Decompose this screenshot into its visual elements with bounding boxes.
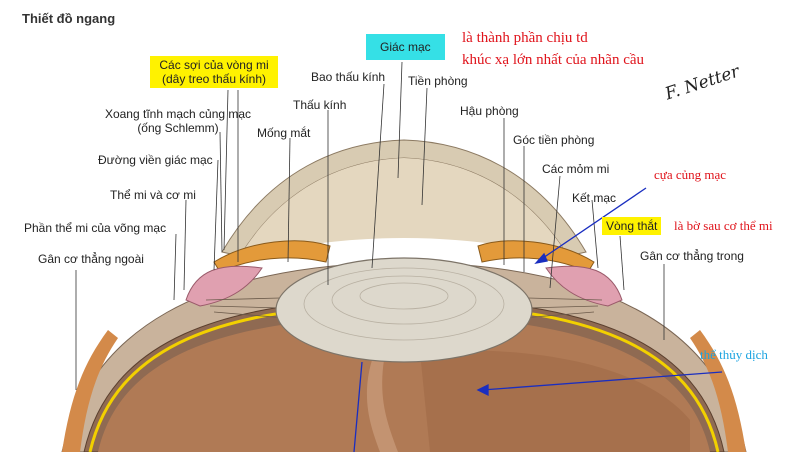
label-lens: Thấu kính (293, 98, 347, 112)
label-conjunctiva: Kết mạc (572, 191, 617, 205)
ciliary-body-right (545, 265, 623, 307)
label-zonular-fibers-line2: (dây treo thấu kính) (161, 72, 267, 86)
label-cornea: Giác mạc (366, 34, 445, 60)
label-schlemm-line1: Xoang tĩnh mạch củng mạc (104, 107, 252, 121)
hyaloid-canal (366, 360, 398, 452)
blue-arrows (353, 187, 723, 452)
label-anterior-chamber: Tiền phòng (408, 74, 468, 88)
label-ciliary-body: Thể mi và cơ mi (110, 188, 196, 202)
label-lens-capsule: Bao thấu kính (311, 70, 386, 84)
annotation-red-2: khúc xạ lớn nhất của nhãn cầu (462, 52, 645, 68)
label-ciliary-processes: Các mỏm mi (542, 162, 610, 176)
label-ciliary-retina: Phần thể mi của võng mạc (24, 221, 167, 235)
annotation-red-1: là thành phần chịu td (462, 30, 588, 46)
annotation-scleral-spur: cựa củng mạc (654, 167, 727, 182)
lateral-rectus-tendon (62, 330, 118, 452)
leader-lines (75, 61, 665, 390)
label-zonular-fibers-line1: Các sợi của vòng mi (159, 58, 269, 72)
lens (275, 257, 533, 363)
label-medial-rectus: Gân cơ thẳng trong (640, 249, 744, 263)
label-zonular-fibers: Các sợi của vòng mi (dây treo thấu kính) (150, 56, 278, 88)
label-corneal-limbus: Đường viền giác mạc (98, 153, 213, 167)
annotation-aqueous: thể thủy dịch (700, 347, 768, 362)
ciliary-body-left (185, 265, 263, 307)
label-posterior-chamber: Hậu phòng (460, 104, 519, 118)
label-iridocorneal-angle: Góc tiền phòng (513, 133, 595, 147)
vitreous-shade (420, 350, 690, 452)
diagram-title: Thiết đồ ngang (22, 11, 116, 26)
iris-right (477, 240, 595, 273)
lens-rings (303, 267, 505, 341)
label-schlemm-line2: (ống Schlemm) (137, 121, 219, 135)
label-schlemm-canal: Xoang tĩnh mạch củng mạc (ống Schlemm) (80, 107, 276, 135)
label-iris: Mống mắt (257, 126, 311, 140)
zonular-fibers (205, 297, 603, 319)
label-sphincter: Vòng thắt (602, 217, 662, 235)
label-lateral-rectus: Gân cơ thẳng ngoài (38, 252, 144, 266)
anterior-chamber (240, 158, 568, 256)
medial-rectus-tendon (690, 330, 746, 452)
annotation-posterior-ciliary: là bờ sau cơ thể mi (674, 218, 773, 233)
